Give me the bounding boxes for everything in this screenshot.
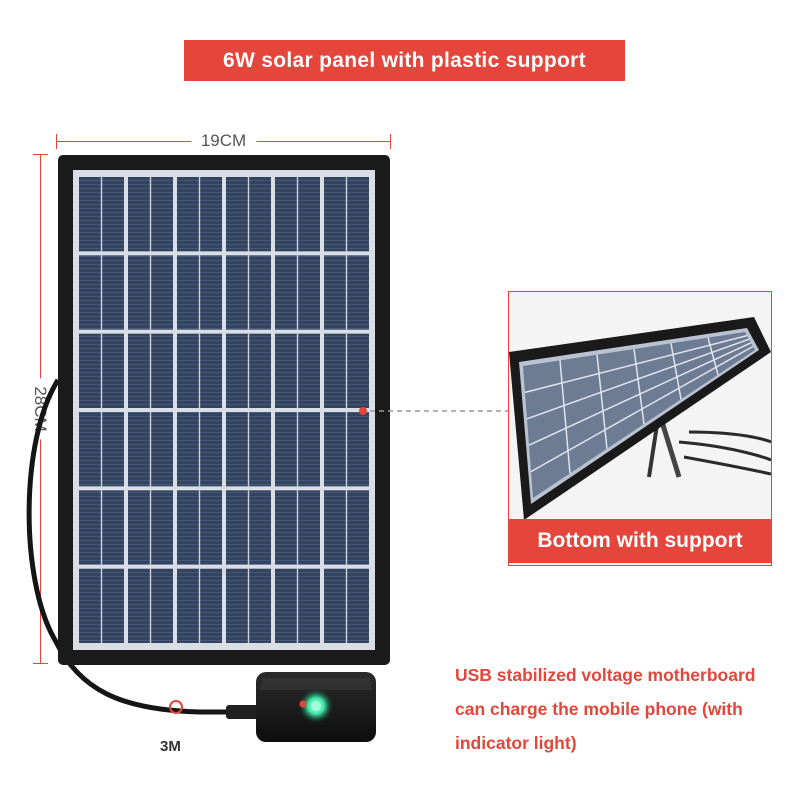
inset-cell-divider xyxy=(530,345,754,473)
usb-description: USB stabilized voltage motherboard can c… xyxy=(455,658,795,760)
support-inset-photo xyxy=(508,291,772,566)
usb-description-line-1: USB stabilized voltage motherboard xyxy=(455,665,756,685)
inset-panel-surface xyxy=(523,332,755,498)
width-dimension: 19CM xyxy=(56,131,391,151)
height-tick-top xyxy=(33,154,48,155)
inset-cell-divider xyxy=(526,338,750,420)
usb-description-line-3: indicator light) xyxy=(455,733,577,753)
usb-description-line-2: can charge the mobile phone (with xyxy=(455,699,743,719)
usb-pointer-dot xyxy=(299,700,307,708)
cable-length-label: 3M xyxy=(160,738,181,755)
indicator-light xyxy=(311,701,321,711)
inset-cell-divider xyxy=(528,342,752,446)
cable-marker xyxy=(169,700,183,714)
inset-caption-text: Bottom with support xyxy=(537,529,743,552)
width-tick-right xyxy=(390,134,391,149)
cable-connector xyxy=(226,705,260,719)
width-label: 19CM xyxy=(190,131,257,151)
inset-cell-divider xyxy=(559,360,571,474)
inset-cell-divider xyxy=(707,337,719,375)
inset-cell-divider xyxy=(670,343,682,400)
inset-cell-divider xyxy=(596,354,608,449)
inset-cell-divider xyxy=(524,334,748,394)
height-tick-bottom xyxy=(33,663,48,664)
inset-cell-divider xyxy=(633,348,645,425)
height-dimension: 28CM xyxy=(30,154,50,664)
cable xyxy=(26,378,258,715)
title-banner: 6W solar panel with plastic support xyxy=(184,40,625,81)
title-text: 6W solar panel with plastic support xyxy=(223,48,586,72)
width-tick-left xyxy=(56,134,57,149)
pointer-dot xyxy=(359,407,367,415)
panel-cells xyxy=(79,177,369,643)
inset-caption: Bottom with support xyxy=(508,519,772,563)
